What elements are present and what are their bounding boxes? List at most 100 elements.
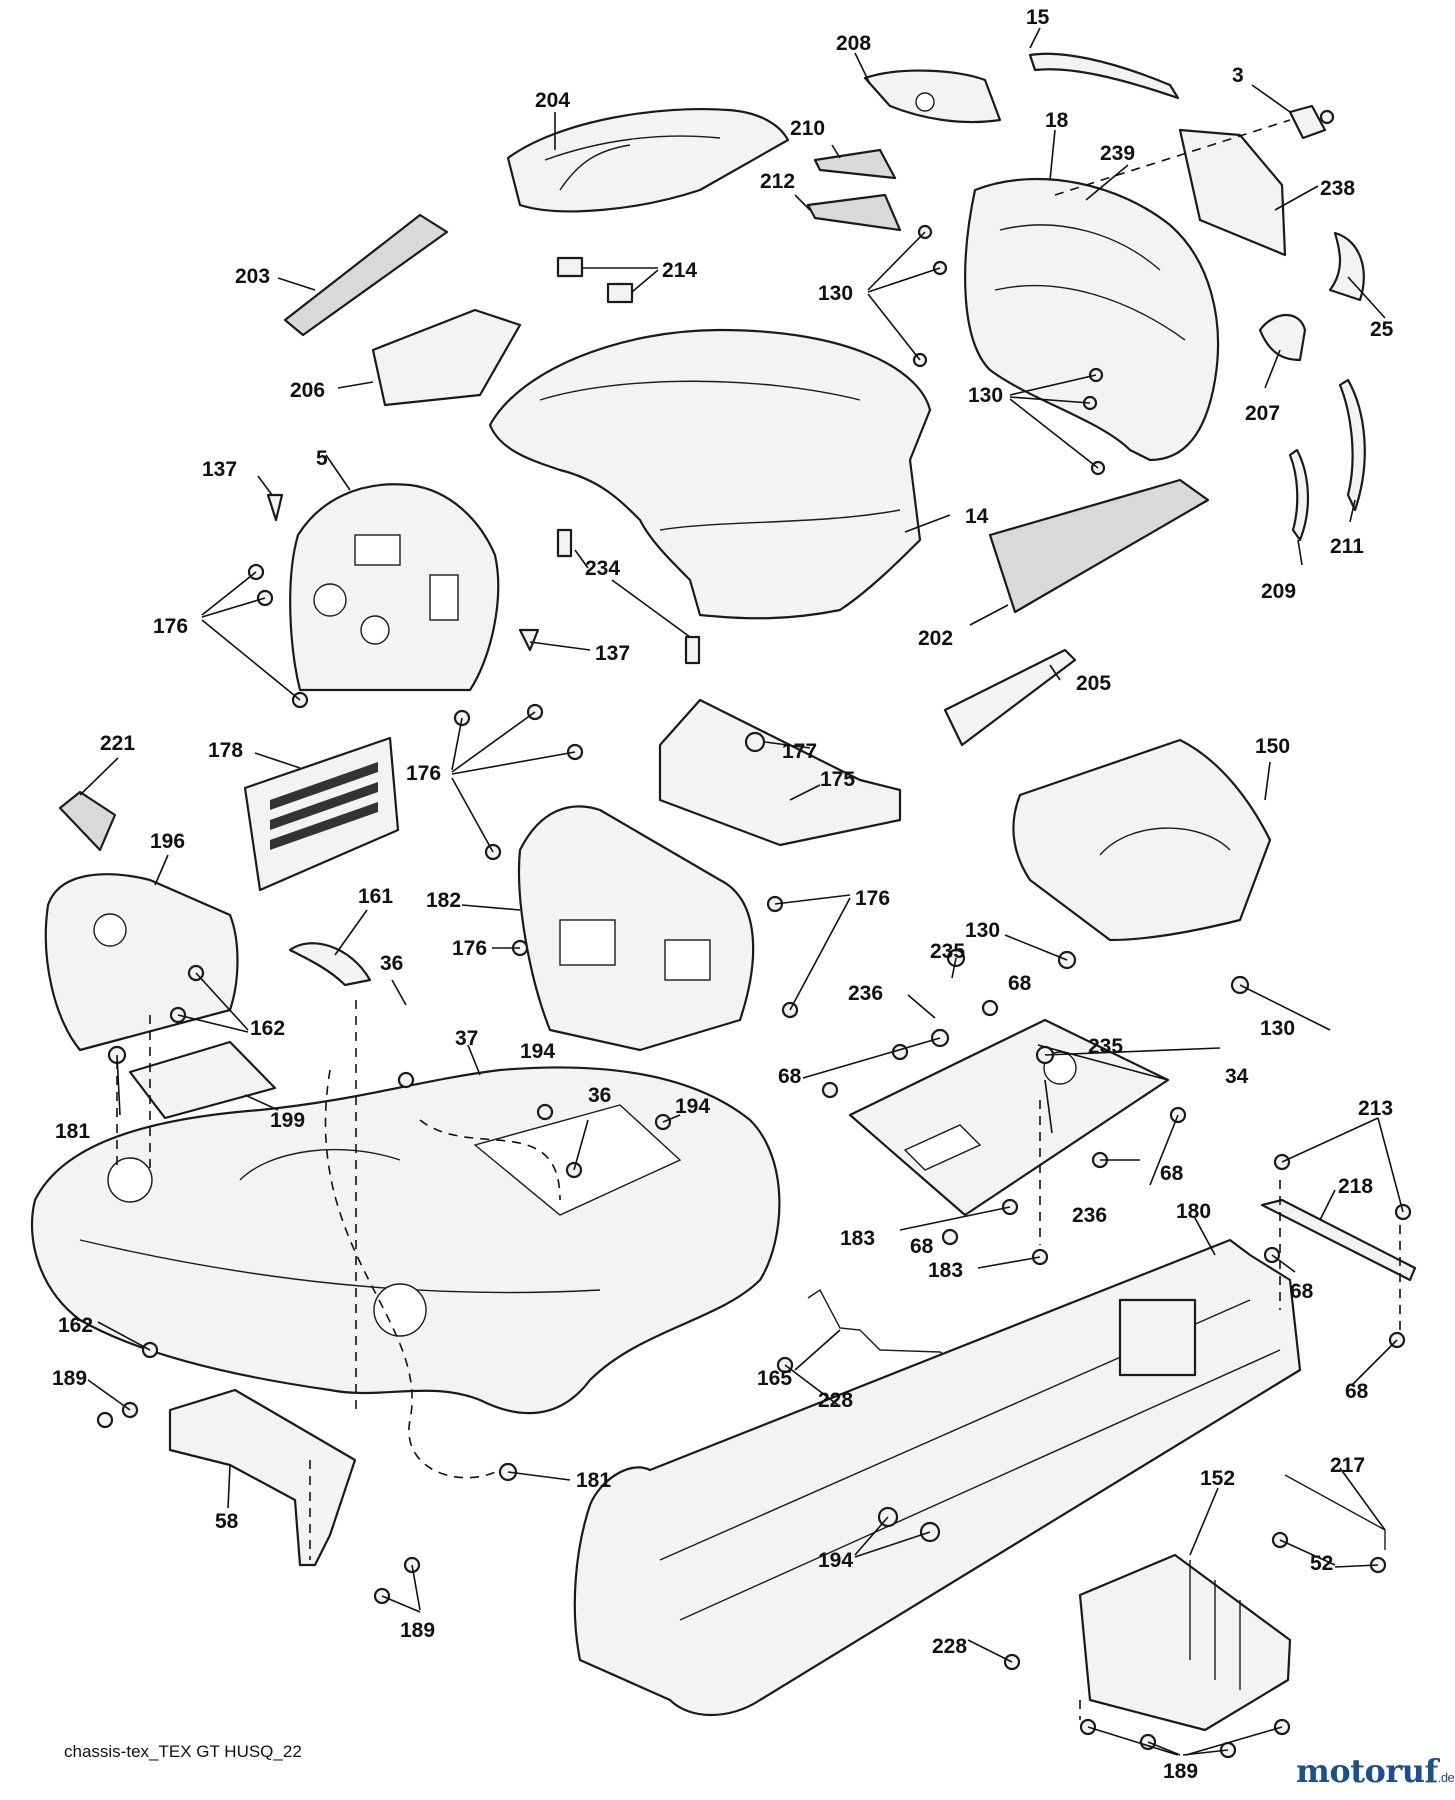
callout-176c: 176 xyxy=(855,887,890,910)
callout-218: 218 xyxy=(1338,1175,1373,1198)
callout-130b: 130 xyxy=(968,384,1003,407)
part-hood-top-cover xyxy=(506,107,790,213)
callout-36b: 36 xyxy=(588,1084,611,1107)
callout-189a: 189 xyxy=(52,1367,87,1390)
part-side-light xyxy=(1258,314,1307,362)
callout-207: 207 xyxy=(1245,402,1280,425)
callout-162a: 162 xyxy=(250,1017,285,1040)
leader-lines xyxy=(79,27,1404,1756)
callout-181b: 181 xyxy=(576,1469,611,1492)
callout-194b: 194 xyxy=(675,1095,710,1118)
callout-211: 211 xyxy=(1330,535,1364,558)
part-corner-trim xyxy=(1328,231,1365,302)
callout-58: 58 xyxy=(215,1510,239,1533)
callout-183b: 183 xyxy=(928,1259,963,1282)
callout-214: 214 xyxy=(662,259,697,282)
part-dash-panel xyxy=(289,483,500,692)
callout-194c: 194 xyxy=(818,1549,853,1572)
callout-234: 234 xyxy=(585,557,620,580)
callout-68e: 68 xyxy=(1290,1280,1314,1303)
callout-196: 196 xyxy=(150,830,185,853)
callout-212: 212 xyxy=(760,170,795,193)
part-linkage-rod xyxy=(807,1288,956,1363)
part-support-bracket xyxy=(658,698,902,847)
callout-217: 217 xyxy=(1330,1454,1365,1477)
callout-161: 161 xyxy=(358,885,393,908)
part-side-bracket xyxy=(168,1388,357,1567)
callout-36a: 36 xyxy=(380,952,403,975)
part-trim-strip xyxy=(1028,52,1180,100)
callout-labels: 15 208 3 204 18 210 239 212 238 203 214 … xyxy=(52,6,1394,1783)
part-pad-a xyxy=(556,528,573,558)
part-front-housing xyxy=(964,177,1220,462)
part-clip-a xyxy=(556,256,584,278)
watermark-logo: motoruf.de xyxy=(1296,1752,1455,1790)
part-chassis-frame xyxy=(573,1238,1302,1716)
callout-15: 15 xyxy=(1026,6,1050,29)
callout-194a: 194 xyxy=(520,1040,555,1063)
part-fender xyxy=(30,1066,781,1415)
part-trim-right-b xyxy=(1288,448,1309,542)
callout-68b: 68 xyxy=(778,1065,802,1088)
callout-202: 202 xyxy=(918,627,953,650)
part-pad-b xyxy=(684,635,701,665)
part-grille-lower xyxy=(806,193,902,232)
part-hold-down-rod xyxy=(1284,1474,1386,1550)
callout-176b: 176 xyxy=(406,762,441,785)
callout-228b: 228 xyxy=(932,1635,967,1658)
part-plate xyxy=(128,1040,277,1120)
part-decal xyxy=(58,790,117,852)
callout-52: 52 xyxy=(1310,1552,1333,1575)
callout-162b: 162 xyxy=(58,1314,93,1337)
callout-236a: 236 xyxy=(848,982,883,1005)
callout-152: 152 xyxy=(1200,1467,1235,1490)
callout-181a: 181 xyxy=(55,1120,90,1143)
callout-177: 177 xyxy=(782,740,817,763)
callout-150: 150 xyxy=(1255,735,1290,758)
callout-68a: 68 xyxy=(1008,972,1032,995)
callout-183a: 183 xyxy=(840,1227,875,1250)
callout-235a: 235 xyxy=(930,940,965,963)
callout-68f: 68 xyxy=(1345,1380,1369,1403)
part-trim-right-a xyxy=(1338,378,1366,512)
callout-180: 180 xyxy=(1176,1200,1211,1223)
callout-68c: 68 xyxy=(1160,1162,1184,1185)
part-side-cover xyxy=(943,648,1077,747)
diagram-caption: chassis-tex_TEX GT HUSQ_22 xyxy=(64,1742,302,1761)
callout-228a: 228 xyxy=(818,1389,853,1412)
part-grille-upper xyxy=(813,148,897,180)
callout-130c: 130 xyxy=(965,919,1000,942)
callout-175: 175 xyxy=(820,768,855,791)
part-pin-a xyxy=(266,493,284,522)
part-small-cover xyxy=(288,942,372,987)
callout-176a: 176 xyxy=(153,615,188,638)
part-pin-b xyxy=(518,628,540,652)
part-clip-b xyxy=(606,282,634,304)
callout-37: 37 xyxy=(455,1027,478,1050)
callout-209: 209 xyxy=(1261,580,1296,603)
part-vent-plate xyxy=(243,736,400,892)
callout-68d: 68 xyxy=(910,1235,934,1258)
part-side-panel xyxy=(1178,128,1287,257)
callout-221: 221 xyxy=(100,732,135,755)
part-front-grille xyxy=(988,478,1210,614)
logo-tld: .de xyxy=(1437,1770,1455,1785)
callout-178: 178 xyxy=(208,739,243,762)
part-grommet xyxy=(744,731,766,753)
callout-210: 210 xyxy=(790,117,825,140)
callout-137a: 137 xyxy=(202,458,237,481)
part-headlight-bracket xyxy=(863,69,1002,124)
callout-205: 205 xyxy=(1076,672,1111,695)
part-battery-tray xyxy=(1078,1553,1292,1732)
callout-182: 182 xyxy=(426,889,461,912)
callout-238: 238 xyxy=(1320,177,1355,200)
callout-130d: 130 xyxy=(1260,1017,1295,1040)
logo-text: motoruf xyxy=(1296,1752,1438,1790)
part-mount-plate xyxy=(848,1018,1170,1217)
callout-18: 18 xyxy=(1045,109,1069,132)
callout-189c: 189 xyxy=(1163,1760,1198,1783)
part-front-shroud xyxy=(517,805,755,1052)
part-seat-console xyxy=(44,873,239,1052)
part-front-grille-bar xyxy=(283,213,449,337)
